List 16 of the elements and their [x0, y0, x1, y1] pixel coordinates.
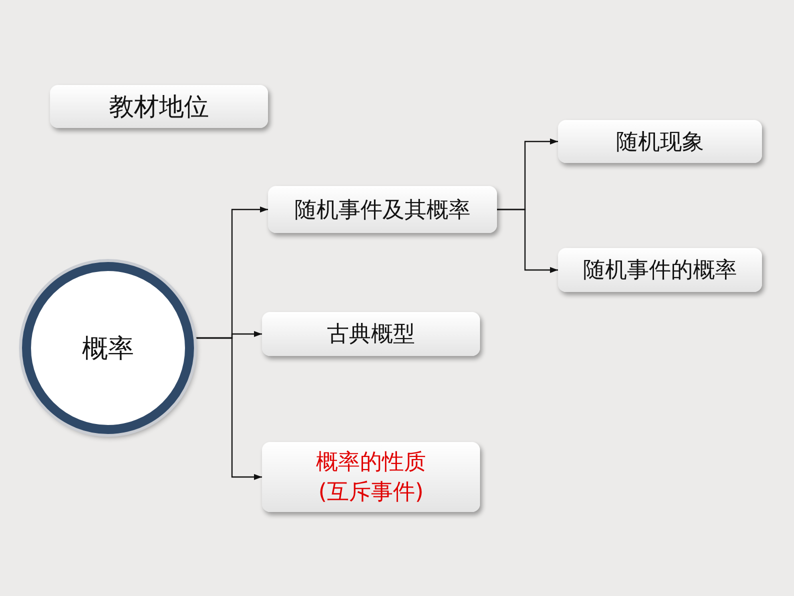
node-text: 概率的性质 [316, 449, 426, 477]
node-text: (互斥事件) [318, 479, 424, 507]
node-text: 教材地位 [109, 91, 209, 123]
arrow [194, 337, 262, 480]
topic-box [262, 312, 480, 356]
node-text: 概率 [82, 332, 134, 366]
node-text: 古典概型 [327, 321, 415, 349]
topic-box [268, 186, 497, 233]
node-text: 随机事件及其概率 [294, 196, 470, 224]
arrow [497, 208, 558, 273]
topic-box [558, 120, 762, 163]
topic-box [262, 442, 480, 512]
node-text: 随机事件的概率 [583, 257, 737, 285]
topic-box [50, 85, 268, 128]
topic-box [558, 248, 762, 292]
node-text: 随机现象 [616, 128, 704, 156]
